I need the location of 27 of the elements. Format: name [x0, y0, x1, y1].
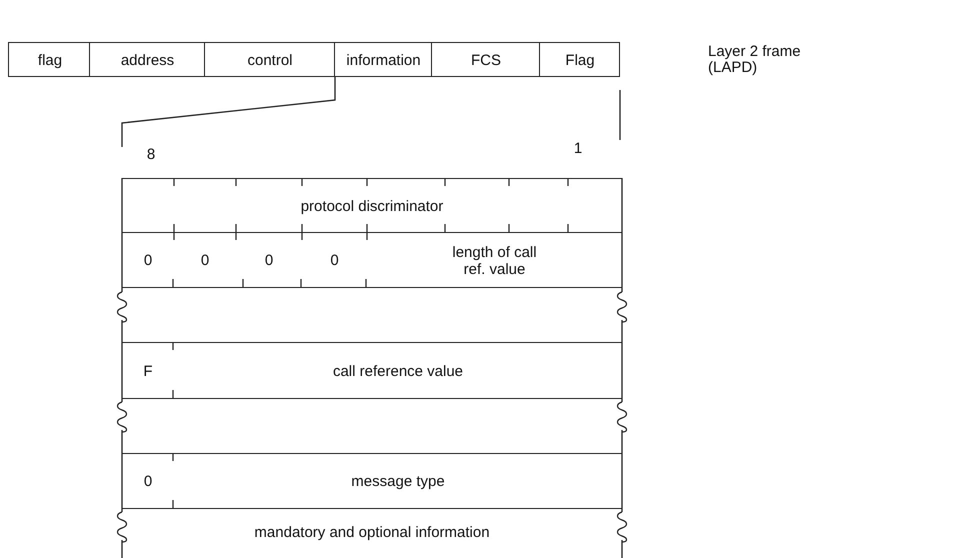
field-name: FCS	[471, 52, 501, 69]
field-label: call reference value	[332, 362, 464, 380]
field-label: mandatory and optional information	[254, 524, 490, 540]
field-label: 0	[264, 252, 274, 269]
frame-field	[8, 42, 90, 77]
field-name: information	[346, 52, 421, 69]
frame-field	[90, 42, 205, 77]
frame-caption: Layer 2 frame (LAPD)	[708, 43, 801, 76]
field-label: 0	[330, 252, 339, 269]
field-label: 0	[200, 252, 210, 269]
frame-field	[432, 42, 540, 77]
field-label: length of call ref. value	[451, 244, 538, 278]
frame-field	[205, 42, 335, 77]
frame-field	[540, 42, 620, 77]
field-label: 0	[144, 252, 152, 269]
field-name: Flag	[565, 52, 595, 69]
bit-number: 1	[574, 140, 582, 156]
field-name: control	[247, 52, 293, 69]
field-label: protocol discriminator	[300, 198, 444, 214]
bit-number: 8	[146, 146, 156, 162]
field-label: message type	[351, 473, 445, 490]
field-name: address	[120, 52, 174, 69]
frame-field	[335, 42, 432, 77]
field-label: F	[143, 362, 153, 380]
field-name: flag	[38, 52, 62, 69]
field-label: 0	[144, 473, 152, 490]
expansion-line	[121, 77, 336, 147]
